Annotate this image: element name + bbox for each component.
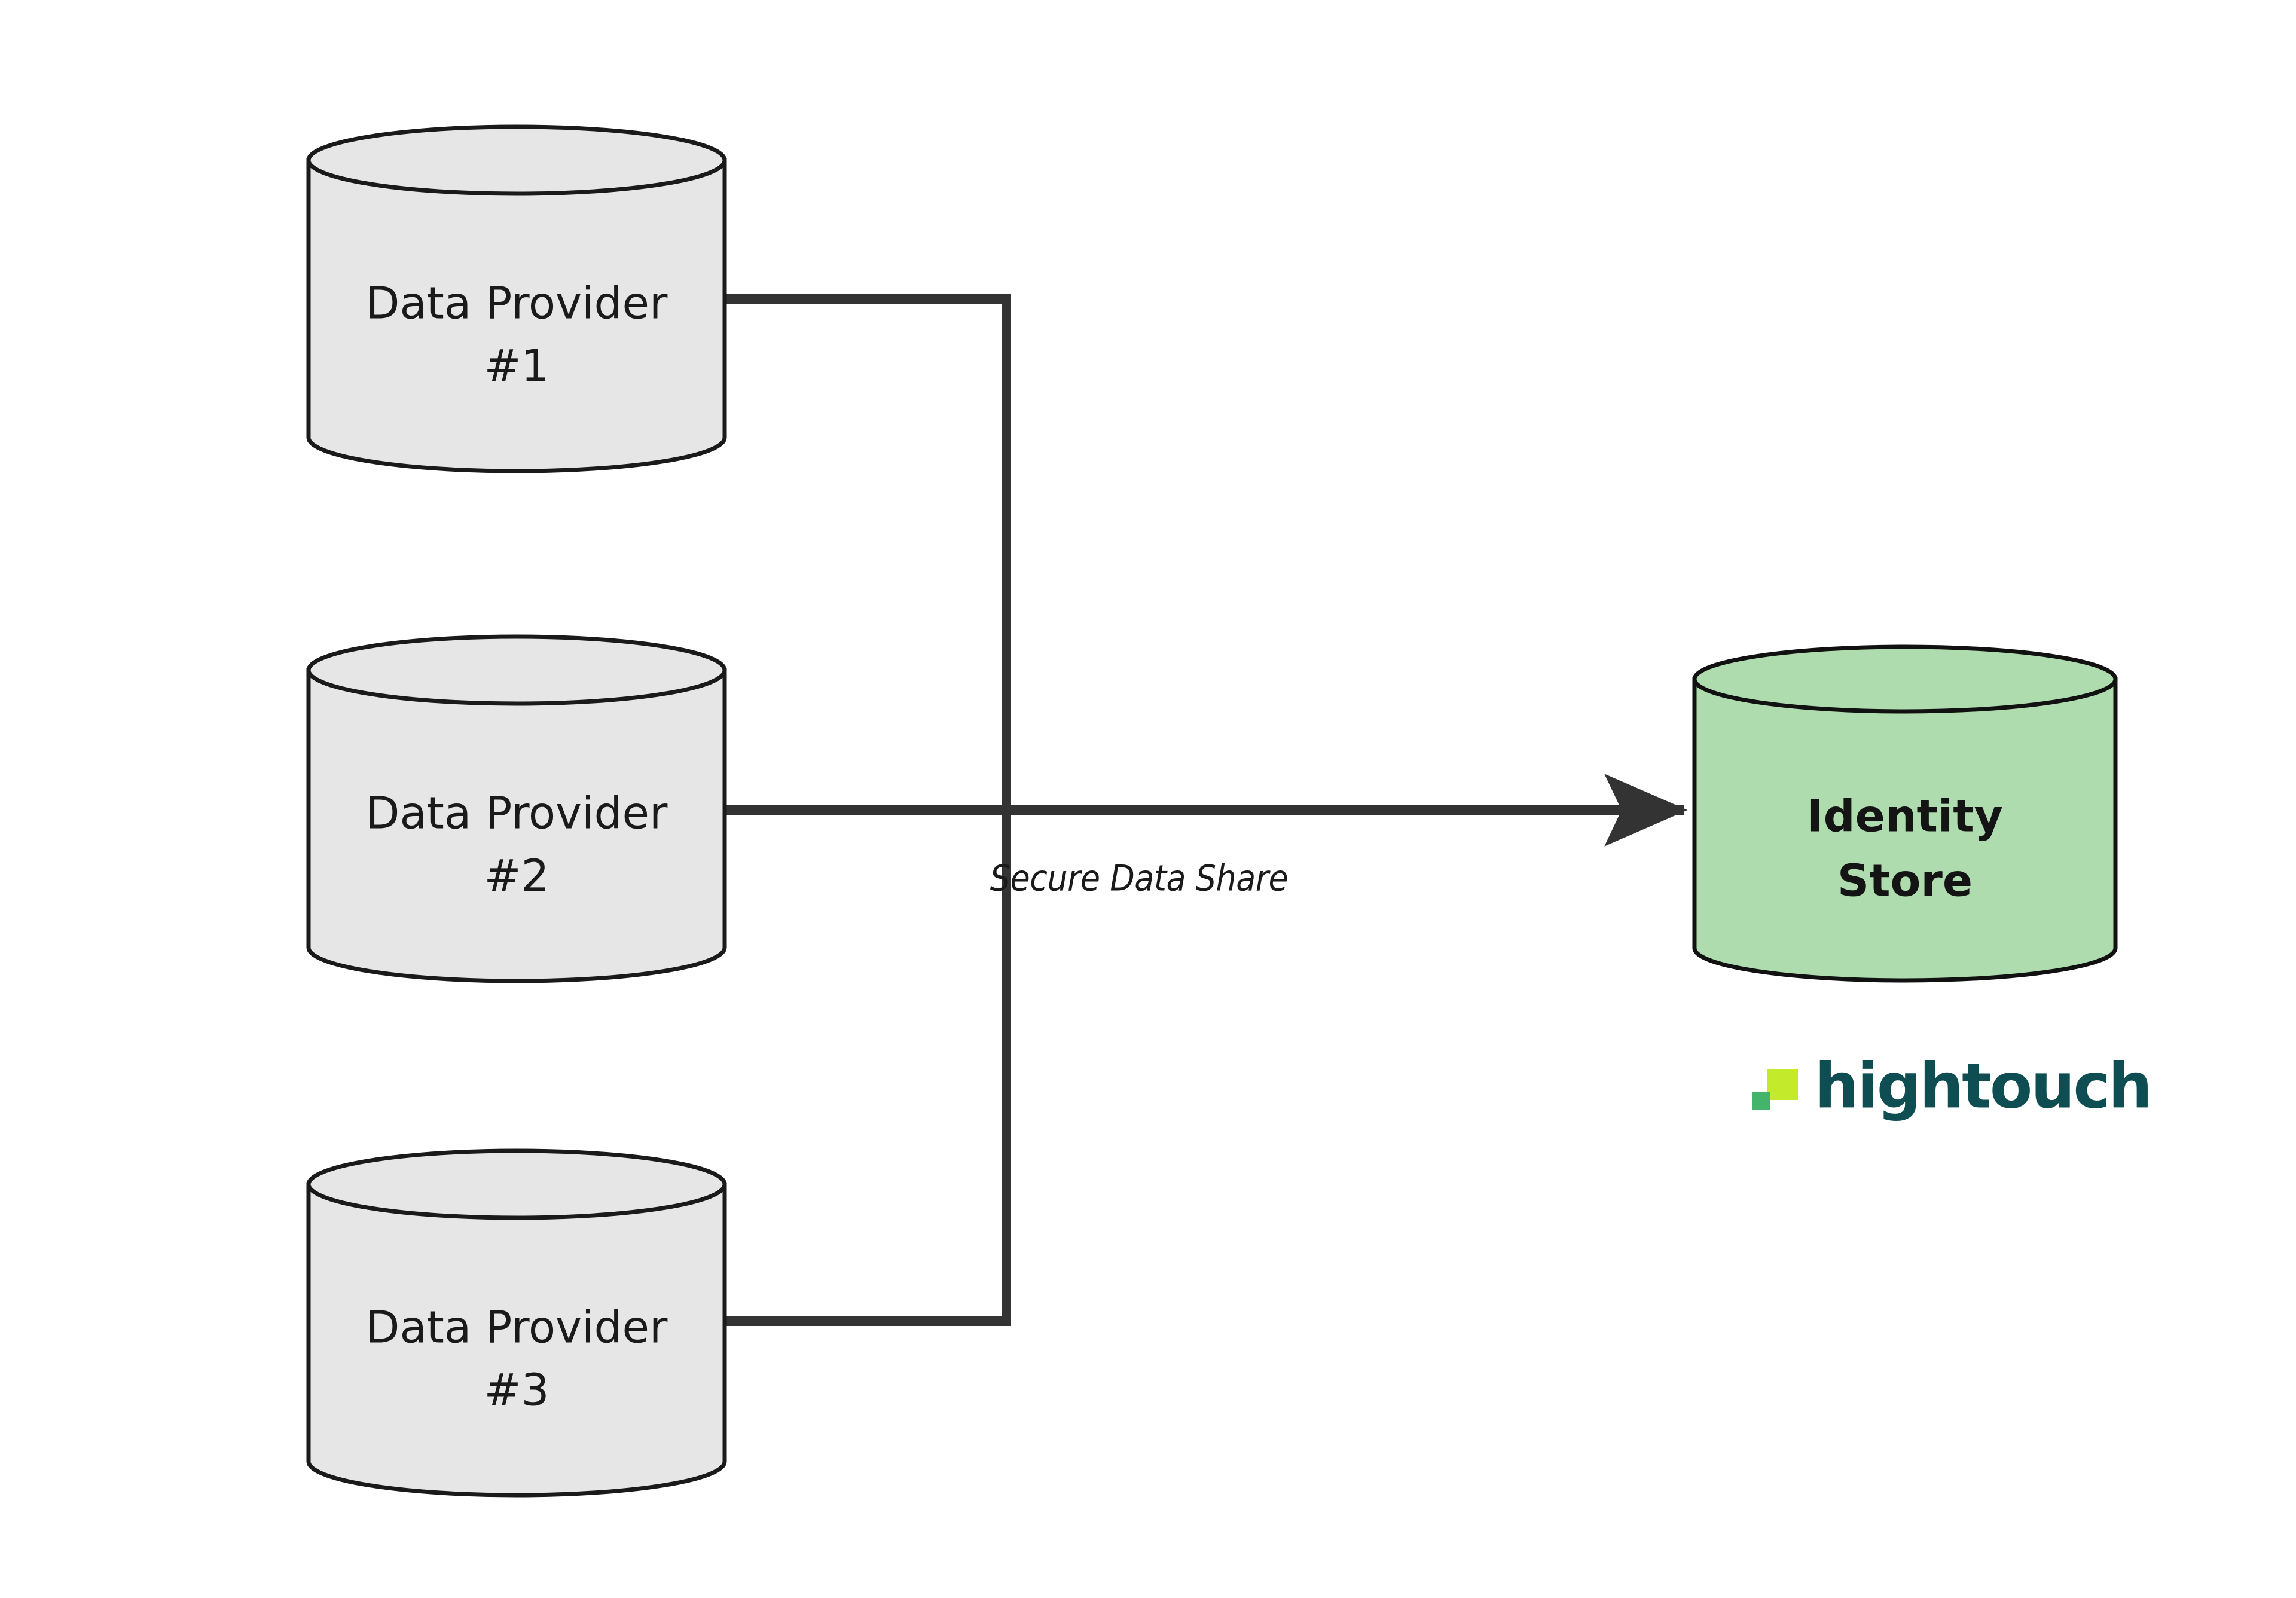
data-provider-1-label-line1: Data Provider — [366, 278, 668, 329]
cylinder-body — [306, 1182, 727, 1498]
cylinder-top — [306, 124, 727, 196]
identity-store-label-line1: Identity — [1807, 791, 2003, 842]
cylinder-body — [306, 158, 727, 473]
connector-provider-1 — [715, 294, 1011, 810]
connector-provider-3 — [715, 810, 1011, 1326]
data-provider-2-cylinder[interactable]: Data Provider #2 — [306, 634, 727, 983]
data-provider-2-label-line2: #2 — [484, 851, 549, 902]
cylinder-top — [306, 1148, 727, 1220]
data-provider-3-label-line2: #3 — [484, 1365, 549, 1416]
connector-layer — [715, 294, 1688, 1326]
cylinder-body — [306, 668, 727, 983]
data-provider-1-cylinder[interactable]: Data Provider #1 — [306, 124, 727, 473]
logo-square-small-icon — [1752, 1092, 1770, 1110]
cylinder-top — [1692, 644, 2118, 714]
hightouch-logo: hightouch — [1752, 1049, 2152, 1122]
hightouch-wordmark: hightouch — [1815, 1049, 2151, 1122]
data-provider-2-label-line1: Data Provider — [366, 788, 668, 839]
logo-square-large-icon — [1767, 1069, 1798, 1100]
data-provider-3-cylinder[interactable]: Data Provider #3 — [306, 1148, 727, 1498]
secure-data-share-label: Secure Data Share — [990, 858, 1288, 900]
data-provider-1-label-line2: #1 — [484, 341, 549, 392]
cylinder-body — [1692, 677, 2118, 983]
identity-store-cylinder[interactable]: Identity Store — [1692, 644, 2118, 983]
cylinder-top — [306, 634, 727, 706]
data-provider-3-label-line1: Data Provider — [366, 1302, 668, 1353]
identity-store-label-line2: Store — [1837, 855, 1973, 907]
